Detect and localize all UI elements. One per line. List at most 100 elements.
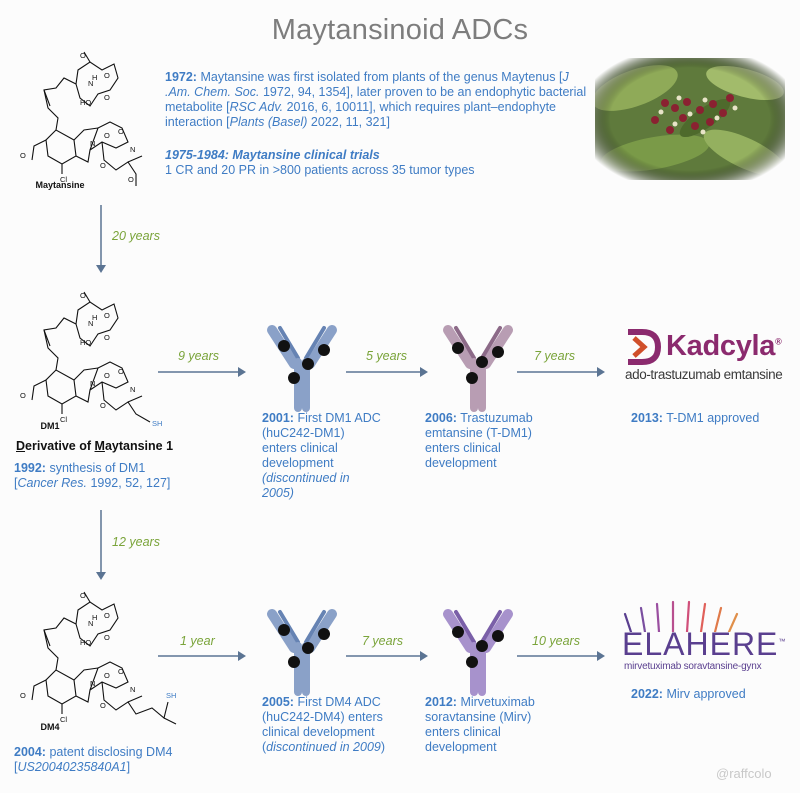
svg-text:O: O <box>128 175 134 184</box>
svg-text:O: O <box>20 391 26 400</box>
svg-text:HO: HO <box>80 338 91 347</box>
svg-text:HO: HO <box>80 98 91 107</box>
dm4-bracket-open: [ <box>14 760 18 774</box>
deriv-mid: erivative of <box>25 439 95 453</box>
svg-text:N: N <box>88 319 93 328</box>
antibody-huc242-dm4-icon <box>267 609 337 696</box>
milestone-2001: 2001: First DM1 ADC (huC242-DM1) enters … <box>262 411 382 501</box>
svg-text:O: O <box>80 51 86 60</box>
arrow-dm1-to-2001 <box>158 367 246 377</box>
interval-dm4-2005: 1 year <box>180 634 215 648</box>
page-title: Maytansinoid ADCs <box>271 14 529 46</box>
kadcyla-logo-icon <box>628 329 662 365</box>
svg-text:O: O <box>80 291 86 300</box>
dm4-patent: 2004: patent disclosing DM4 [US200402358… <box>14 745 234 775</box>
arrow-2001-to-2006 <box>346 367 428 377</box>
svg-text:O: O <box>20 151 26 160</box>
svg-text:N: N <box>90 679 95 688</box>
history-text-d: 2022, 11, 321] <box>307 115 390 129</box>
history-text-a: Maytansine was first isolated from plant… <box>196 70 563 84</box>
svg-text:N: N <box>130 385 135 394</box>
history-text-b: 1972, 94, 1354], later proven to be an e… <box>165 85 587 114</box>
svg-text:H: H <box>92 73 97 82</box>
m2001-note: (discontinued in 2005) <box>262 471 350 500</box>
elahere-word: ELAHERE <box>622 626 779 662</box>
svg-text:N: N <box>88 79 93 88</box>
svg-text:N: N <box>130 685 135 694</box>
svg-text:O: O <box>104 93 110 102</box>
m2005-note: discontinued in 2009 <box>266 740 381 754</box>
dm4-structure: O H N O HO O O Cl N O O O N SH <box>20 591 176 725</box>
svg-text:O: O <box>104 633 110 642</box>
arrow-dm4-to-2005 <box>158 651 246 661</box>
m2012-text: Mirvetuximab soravtansine (Mirv) enters … <box>425 695 535 754</box>
interval-2001-2006: 5 years <box>366 349 407 363</box>
m2005-year: 2005: <box>262 695 294 709</box>
trials-text: 1 CR and 20 PR in >800 patients across 3… <box>165 163 475 177</box>
svg-text:Cl: Cl <box>60 175 67 184</box>
arrow-maytansine-to-dm1 <box>96 205 106 273</box>
history-year: 1972: <box>165 70 197 84</box>
svg-text:O: O <box>104 671 110 680</box>
arrow-2012-to-2022 <box>517 651 605 661</box>
svg-text:HO: HO <box>80 638 91 647</box>
dm4-bracket-close: ] <box>126 760 131 774</box>
milestone-2013: 2013: T-DM1 approved <box>631 411 781 426</box>
svg-text:O: O <box>118 667 124 676</box>
svg-text:O: O <box>104 333 110 342</box>
dm4-patent-year: 2004: <box>14 745 46 759</box>
svg-text:N: N <box>88 619 93 628</box>
milestone-2006: 2006: Trastuzumab emtansine (T-DM1) ente… <box>425 411 540 471</box>
antibody-huc242-dm1-icon <box>267 325 337 412</box>
svg-text:H: H <box>92 613 97 622</box>
m2013-year: 2013: <box>631 411 663 425</box>
svg-text:O: O <box>104 611 110 620</box>
dm1-synth-year: 1992: <box>14 461 46 475</box>
dm4-patent-ref: US20040235840A1 <box>17 760 127 774</box>
m2022-text: Mirv approved <box>662 687 746 701</box>
svg-text:O: O <box>118 367 124 376</box>
interval-2005-2012: 7 years <box>362 634 403 648</box>
arrow-dm1-to-dm4 <box>96 510 106 580</box>
svg-text:O: O <box>104 371 110 380</box>
maytansine-label: Maytansine <box>35 180 85 190</box>
maytenus-plant-photo <box>595 58 785 180</box>
svg-text:O: O <box>118 127 124 136</box>
dm1-synthesis: 1992: synthesis of DM1 [Cancer Res. 1992… <box>14 461 214 491</box>
svg-text:H: H <box>92 313 97 322</box>
interval-dm1-dm4: 12 years <box>112 535 160 549</box>
milestone-2012: 2012: Mirvetuximab soravtansine (Mirv) e… <box>425 695 545 755</box>
deriv-end: aytansine 1 <box>104 439 174 453</box>
interval-dm1-2001: 9 years <box>178 349 219 363</box>
svg-text:O: O <box>104 311 110 320</box>
deriv-d: D <box>16 439 26 453</box>
dm1-bracket: [ <box>14 476 18 490</box>
svg-text:N: N <box>90 139 95 148</box>
maytansine-history: 1972: Maytansine was first isolated from… <box>165 70 590 130</box>
dm1-structure: O H N O HO O O Cl N O O O N SH <box>20 291 162 428</box>
elahere-generic: mirvetuximab soravtansine-gynx <box>624 661 762 672</box>
kadcyla-generic: ado-trastuzumab emtansine <box>625 367 783 382</box>
m2006-text: Trastuzumab emtansine (T-DM1) enters cli… <box>425 411 533 470</box>
svg-text:N: N <box>90 379 95 388</box>
history-text-c: 2016, 6, 10011], which requires plant–en… <box>165 100 557 129</box>
m2005-text: First DM4 ADC (huC242-DM4) enters clinic… <box>262 695 383 739</box>
elahere-tm: ™ <box>778 638 787 646</box>
arrow-2005-to-2012 <box>346 651 428 661</box>
svg-text:O: O <box>100 161 106 170</box>
interval-maytansine-dm1: 20 years <box>112 229 160 243</box>
m2022-year: 2022: <box>631 687 663 701</box>
milestone-2005: 2005: First DM4 ADC (huC242-DM4) enters … <box>262 695 387 755</box>
dm4-patent-text: patent disclosing DM4 <box>45 745 173 759</box>
m2005-paren-open: ( <box>262 740 267 754</box>
svg-text:SH: SH <box>166 691 176 700</box>
svg-text:Cl: Cl <box>60 715 67 724</box>
interval-2012-2022: 10 years <box>532 634 580 648</box>
antibody-tdm1-icon <box>443 325 513 412</box>
elahere-logo-icon <box>623 600 739 632</box>
dm1-synth-ref: Cancer Res. <box>17 476 87 490</box>
m2006-year: 2006: <box>425 411 457 425</box>
dm1-synth-text: synthesis of DM1 <box>45 461 146 475</box>
svg-text:O: O <box>104 71 110 80</box>
